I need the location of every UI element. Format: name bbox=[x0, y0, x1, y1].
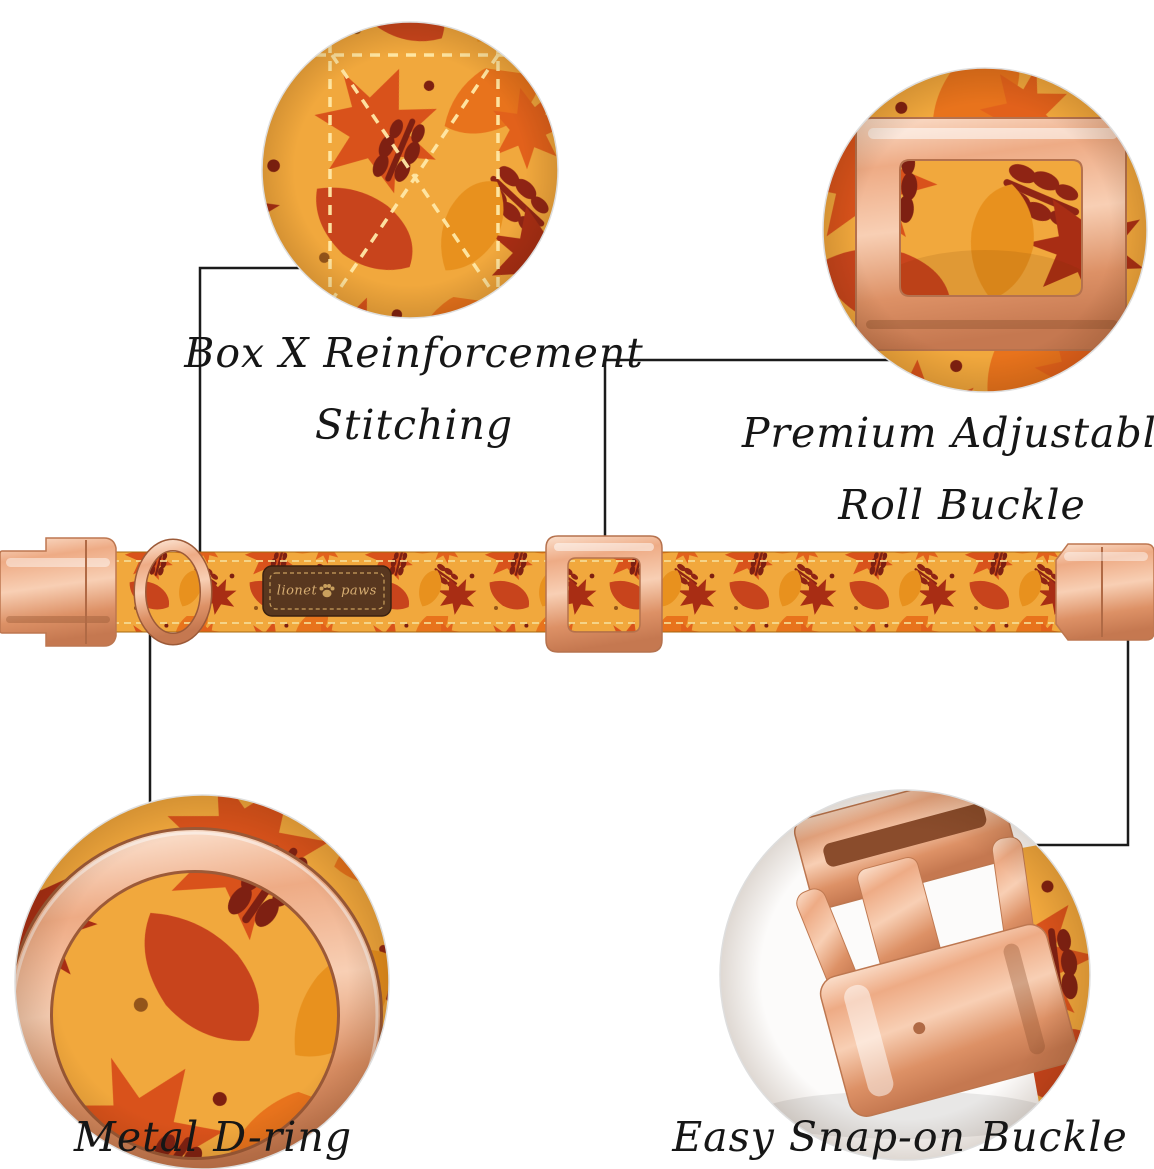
adjuster-highlight bbox=[554, 543, 654, 551]
d-ring bbox=[133, 538, 213, 646]
left-buckle-highlight bbox=[6, 558, 110, 567]
label-line: Box X Reinforcement bbox=[184, 329, 644, 377]
right-buckle-highlight bbox=[1064, 552, 1148, 561]
callout-ring-stitching bbox=[261, 21, 559, 319]
label-line: Metal D-ring bbox=[73, 1113, 353, 1161]
connector-line-stitching bbox=[198, 266, 320, 556]
callout-stitching bbox=[261, 21, 559, 319]
brand-tag bbox=[262, 565, 392, 617]
left-buckle bbox=[0, 537, 117, 647]
left-buckle-body bbox=[0, 537, 117, 647]
callout-roll-buckle bbox=[822, 67, 1148, 393]
callout-ring-d-ring bbox=[14, 794, 390, 1169]
callout-d-ring bbox=[14, 794, 390, 1169]
paw-icon bbox=[319, 584, 335, 598]
connector-line-roll-buckle bbox=[603, 358, 900, 560]
label-metal-d-ring: Metal D-ring bbox=[74, 1102, 352, 1169]
label-box-x-stitching: Box X Reinforcement Stitching bbox=[184, 318, 644, 462]
label-line: Easy Snap-on Buckle bbox=[672, 1113, 1128, 1161]
label-line: Stitching bbox=[314, 400, 514, 449]
callout-ring-snap-buckle bbox=[719, 789, 1091, 1161]
label-line: Roll Buckle bbox=[838, 480, 1086, 529]
label-easy-snap-buckle: Easy Snap-on Buckle bbox=[672, 1102, 1128, 1169]
right-buckle bbox=[1055, 543, 1154, 641]
brand-tag-stitch-border bbox=[269, 572, 385, 610]
label-premium-roll-buckle: Premium Adjustable Roll Buckle bbox=[742, 398, 1154, 542]
connector-lines bbox=[148, 266, 1130, 847]
left-buckle-shadow bbox=[6, 616, 110, 623]
collar bbox=[0, 535, 1154, 653]
brand-tag-word-right: paws bbox=[341, 583, 377, 599]
collar-strap bbox=[100, 552, 1062, 632]
callout-ring-roll-buckle bbox=[822, 67, 1148, 393]
callout-snap-buckle bbox=[719, 789, 1091, 1161]
label-line: Premium Adjustable bbox=[741, 409, 1154, 457]
connector-line-snap-buckle bbox=[1030, 636, 1130, 847]
brand-tag-word-left: lionet bbox=[276, 583, 318, 599]
right-buckle-body bbox=[1055, 543, 1154, 641]
tri-glide-adjuster bbox=[545, 535, 663, 653]
